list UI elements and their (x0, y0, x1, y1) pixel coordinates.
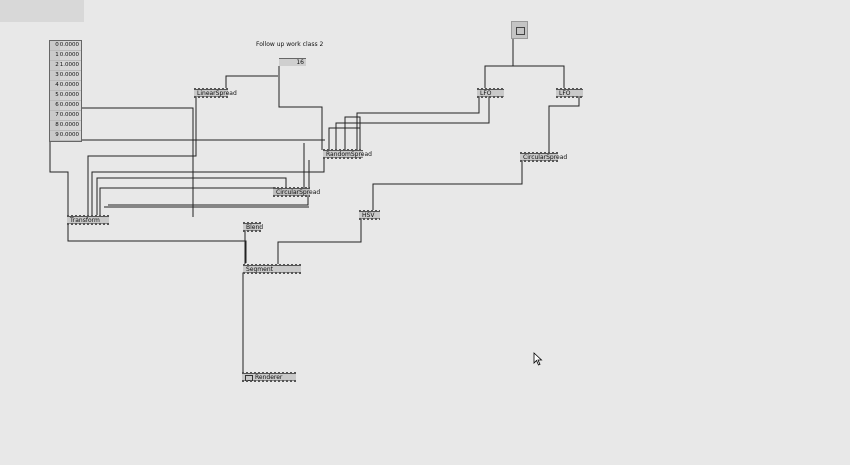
value-index: 7 (50, 111, 60, 120)
node-lfo-2[interactable]: LFO (556, 88, 583, 98)
node-label: Segment (246, 266, 273, 273)
number-iobox[interactable]: 16 (279, 58, 306, 66)
node-label: LFO (480, 90, 492, 97)
value-cell[interactable]: 0.0000 (59, 122, 79, 128)
value-index: 9 (50, 131, 60, 140)
node-label: LinearSpread (197, 90, 237, 97)
corner-panel (0, 0, 84, 22)
value-cell[interactable]: 0.0000 (59, 82, 79, 88)
mouse-cursor-icon (533, 352, 543, 366)
node-label: LFO (559, 90, 571, 97)
toggle-square-icon (516, 27, 525, 35)
node-label: Transform (70, 217, 100, 224)
value-index: 6 (50, 101, 60, 110)
node-label: CircularSpread (523, 154, 568, 161)
node-linearspread[interactable]: LinearSpread (194, 88, 237, 98)
node-circularspread-left[interactable]: CircularSpread (273, 187, 320, 197)
value-cell[interactable]: 0.0000 (59, 92, 79, 98)
node-lfo-1[interactable]: LFO (477, 88, 504, 98)
node-transform[interactable]: Transform (67, 215, 109, 225)
node-hsv[interactable]: HSV (359, 210, 380, 220)
value-cell[interactable]: 0.0000 (59, 102, 79, 108)
value-cell[interactable]: 0.0000 (59, 42, 79, 48)
value-index: 4 (50, 81, 60, 90)
node-randomspread[interactable]: RandomSpread (323, 149, 372, 159)
value-index: 5 (50, 91, 60, 100)
value-index: 8 (50, 121, 60, 130)
value-cell[interactable]: 0.0000 (59, 132, 79, 138)
value-cell[interactable]: 0.0000 (59, 112, 79, 118)
renderer-icon (245, 374, 253, 381)
node-renderer[interactable]: Renderer (242, 372, 296, 382)
value-index: 3 (50, 71, 60, 80)
value-cell[interactable]: 0.0000 (59, 72, 79, 78)
node-label: HSV (362, 212, 375, 219)
node-label: Blend (246, 224, 264, 231)
patch-title: Follow up work class 2 (256, 41, 324, 48)
node-label: CircularSpread (276, 189, 321, 196)
toggle-iobox[interactable] (511, 21, 528, 39)
value-cell[interactable]: 0.0000 (59, 52, 79, 58)
value-cell[interactable]: 1.0000 (59, 62, 79, 68)
node-segment[interactable]: Segment (243, 264, 301, 274)
value-index: 1 (50, 51, 60, 60)
node-label: Renderer (255, 374, 283, 381)
node-circularspread-right[interactable]: CircularSpread (520, 152, 567, 162)
node-blend[interactable]: Blend (243, 222, 264, 232)
value-index: 2 (50, 61, 60, 70)
value-index: 0 (50, 41, 60, 50)
node-label: RandomSpread (326, 151, 372, 158)
